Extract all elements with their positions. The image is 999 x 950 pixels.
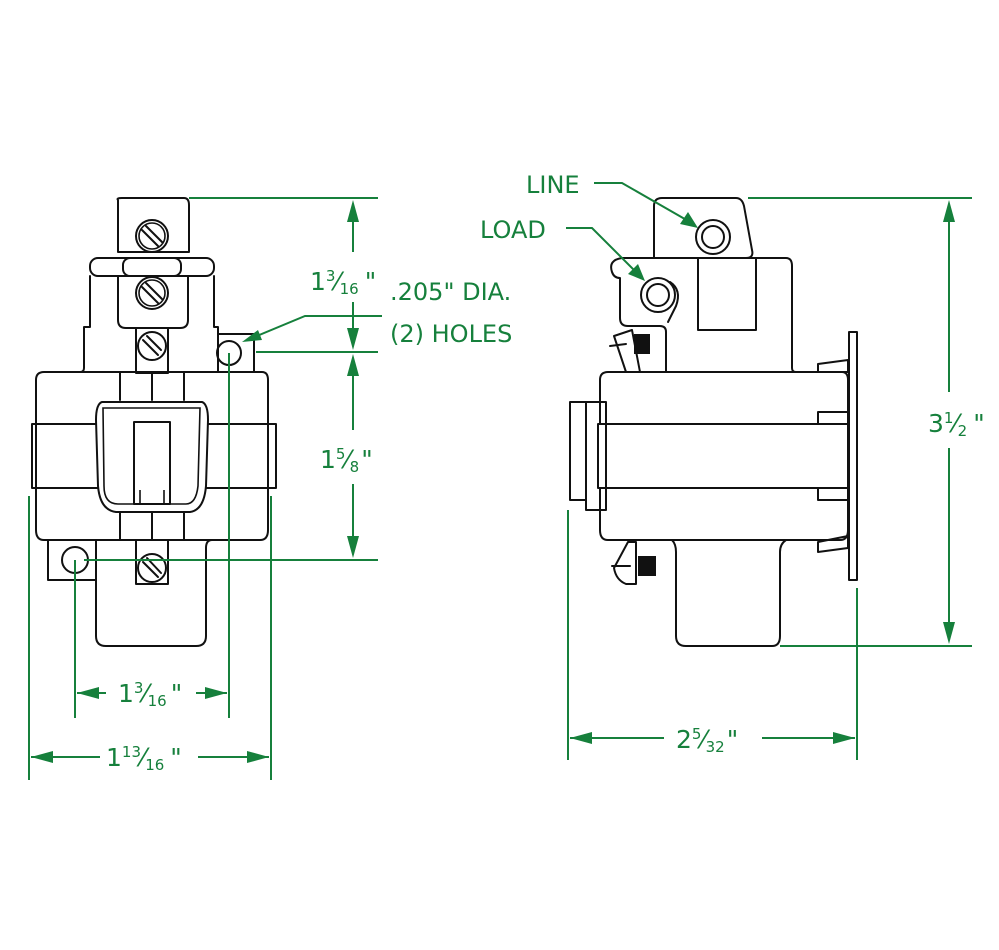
line-terminal xyxy=(695,219,731,255)
top-terminal-block xyxy=(116,197,190,253)
side-lower-body xyxy=(671,539,787,647)
hole-note-line1: .205" DIA. xyxy=(390,278,511,306)
callout-load-label: LOAD xyxy=(480,216,546,244)
upper-housing xyxy=(79,275,219,373)
hole-note-line2: (2) HOLES xyxy=(390,320,512,348)
dim-hole-spacing-width: 13⁄16" xyxy=(118,679,182,710)
front-view: 13⁄16" 15⁄8" .205" DIA. (2) HOLES 13⁄16" xyxy=(28,197,512,780)
side-main-body xyxy=(599,371,849,541)
mid-terminal-body xyxy=(117,275,189,329)
screw-bottom xyxy=(137,553,167,583)
screw-lower xyxy=(137,331,167,361)
load-terminal xyxy=(640,277,676,313)
dim-overall-width: 113⁄16" xyxy=(106,743,182,774)
screw-middle xyxy=(135,276,169,310)
line-terminal-sleeve xyxy=(697,257,757,331)
side-body-band xyxy=(597,423,849,489)
side-view: LINE LOAD 31⁄2" 25⁄32" xyxy=(480,171,985,760)
callout-line-label: LINE xyxy=(526,171,580,199)
mounting-plate xyxy=(848,331,858,581)
side-screw-lower xyxy=(611,541,656,585)
dim-hole-to-hole: 15⁄8" xyxy=(320,445,373,476)
dim-overall-height: 31⁄2" xyxy=(928,409,985,440)
dim-overall-depth: 25⁄32" xyxy=(676,725,738,756)
screw-channel xyxy=(135,327,169,374)
terminal-bar-inner xyxy=(122,257,182,277)
terminal-bar xyxy=(89,257,215,277)
line-terminal-block xyxy=(653,197,754,259)
upper-side-housing xyxy=(621,257,797,373)
dim-top-to-hole: 13⁄16" xyxy=(310,267,376,298)
side-screw-upper xyxy=(609,329,650,373)
main-body xyxy=(35,371,269,541)
lower-body xyxy=(95,539,213,647)
screw-top xyxy=(135,219,169,253)
